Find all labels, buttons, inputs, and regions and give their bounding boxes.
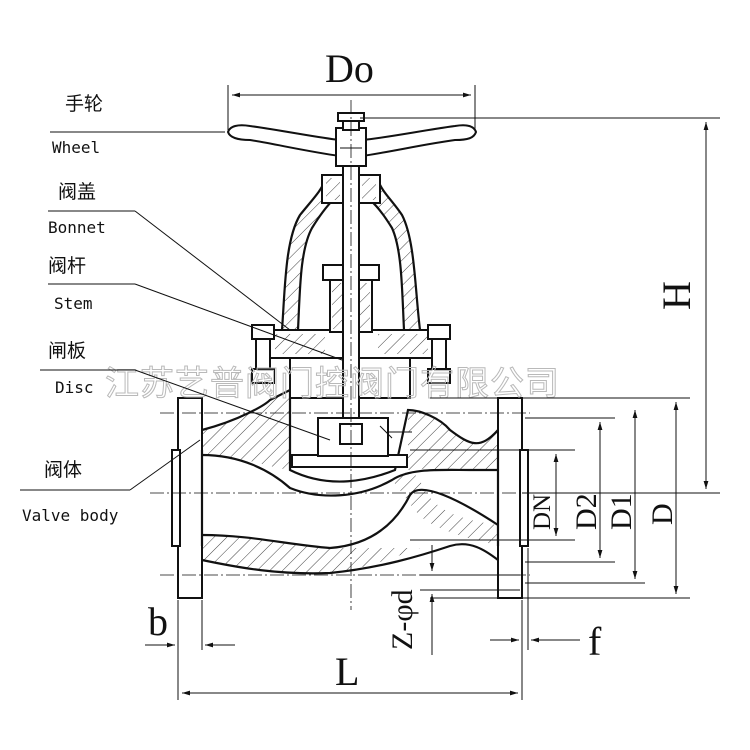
- dim-dn-label: DN: [529, 494, 556, 530]
- bonnet-label-cn: 阀盖: [58, 181, 96, 203]
- valve-body: [171, 388, 529, 599]
- body-label-cn: 阀体: [44, 459, 82, 481]
- disc-label-cn: 闸板: [48, 340, 86, 362]
- part-labels: 手轮 Wheel 阀盖 Bonnet 阀杆 Stem 闸板 Disc 阀体 Va…: [22, 93, 119, 525]
- wheel-label-cn: 手轮: [65, 93, 103, 115]
- dim-d-label: D: [646, 503, 679, 525]
- dim-f-label: f: [588, 619, 602, 664]
- leader-lines: [20, 131, 343, 491]
- dimension-labels: Do H DN D2 D1 D b f Z-φd L: [148, 46, 699, 694]
- dim-b-label: b: [148, 599, 168, 644]
- dim-l-label: L: [335, 649, 359, 694]
- dim-d2-label: D2: [570, 493, 603, 530]
- dim-do-label: Do: [325, 46, 374, 91]
- stem-label-cn: 阀杆: [48, 255, 86, 277]
- body-label-en: Valve body: [22, 506, 119, 525]
- wheel-label-en: Wheel: [52, 138, 100, 157]
- dim-d1-label: D1: [605, 493, 638, 530]
- bonnet-label-en: Bonnet: [48, 218, 106, 237]
- handwheel: [226, 112, 478, 167]
- stem-label-en: Stem: [54, 294, 93, 313]
- disc-label-en: Disc: [55, 378, 94, 397]
- dim-zd-label: Z-φd: [386, 589, 419, 650]
- dimension-lines: [145, 85, 720, 700]
- dim-h-label: H: [654, 281, 699, 310]
